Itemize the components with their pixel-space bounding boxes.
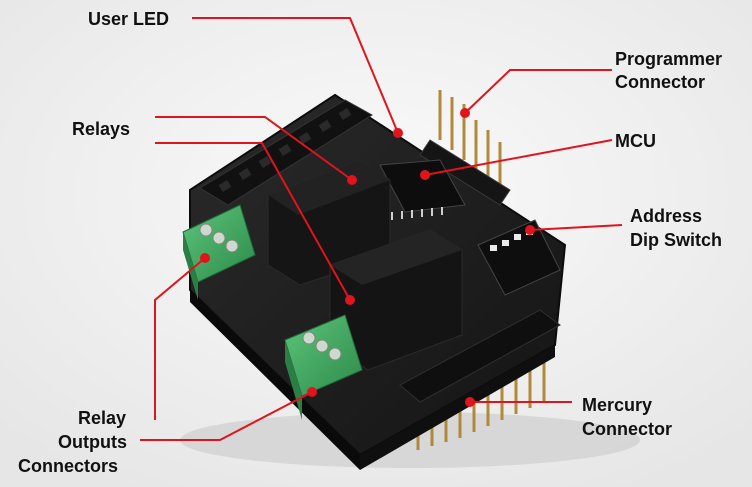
label-relays: Relays	[72, 119, 131, 139]
label-programmer-connector: Connector	[615, 72, 705, 92]
pcb-edge-right	[360, 345, 555, 470]
callout-relay-outputs-1	[154, 257, 206, 420]
mcu-chip	[379, 159, 466, 213]
label-outputs: Outputs	[58, 432, 127, 452]
label-mcu: MCU	[615, 131, 656, 151]
callout-relay-outputs-2	[140, 391, 313, 441]
dip-switch-body	[477, 219, 561, 296]
label-programmer: Programmer	[615, 49, 723, 69]
label-mercury-connector: Connector	[582, 419, 672, 439]
relay-2-top	[330, 230, 462, 285]
label-dip-switch: Dip Switch	[630, 230, 723, 250]
pcb-edge-left	[190, 290, 360, 470]
label-relay: Relay	[78, 408, 127, 428]
callout-lines	[140, 17, 623, 441]
relay-1-top	[268, 160, 390, 215]
callout-user-led	[192, 17, 399, 134]
callout-relay-2	[155, 142, 351, 301]
callout-programmer	[464, 69, 612, 114]
mcu-legs	[391, 207, 443, 220]
callout-relay-1	[155, 116, 353, 181]
label-address: Address	[630, 206, 703, 226]
callout-dip-switch	[529, 224, 623, 231]
label-user-led: User LED	[88, 9, 170, 29]
label-connectors: Connectors	[18, 456, 119, 476]
callout-mcu	[424, 139, 613, 176]
mercury-header	[399, 309, 561, 403]
top-header-holes	[218, 107, 352, 193]
terminal-block-1	[182, 204, 256, 300]
label-mercury: Mercury	[582, 395, 653, 415]
callout-dots	[200, 108, 535, 407]
programmer-header	[419, 139, 511, 206]
